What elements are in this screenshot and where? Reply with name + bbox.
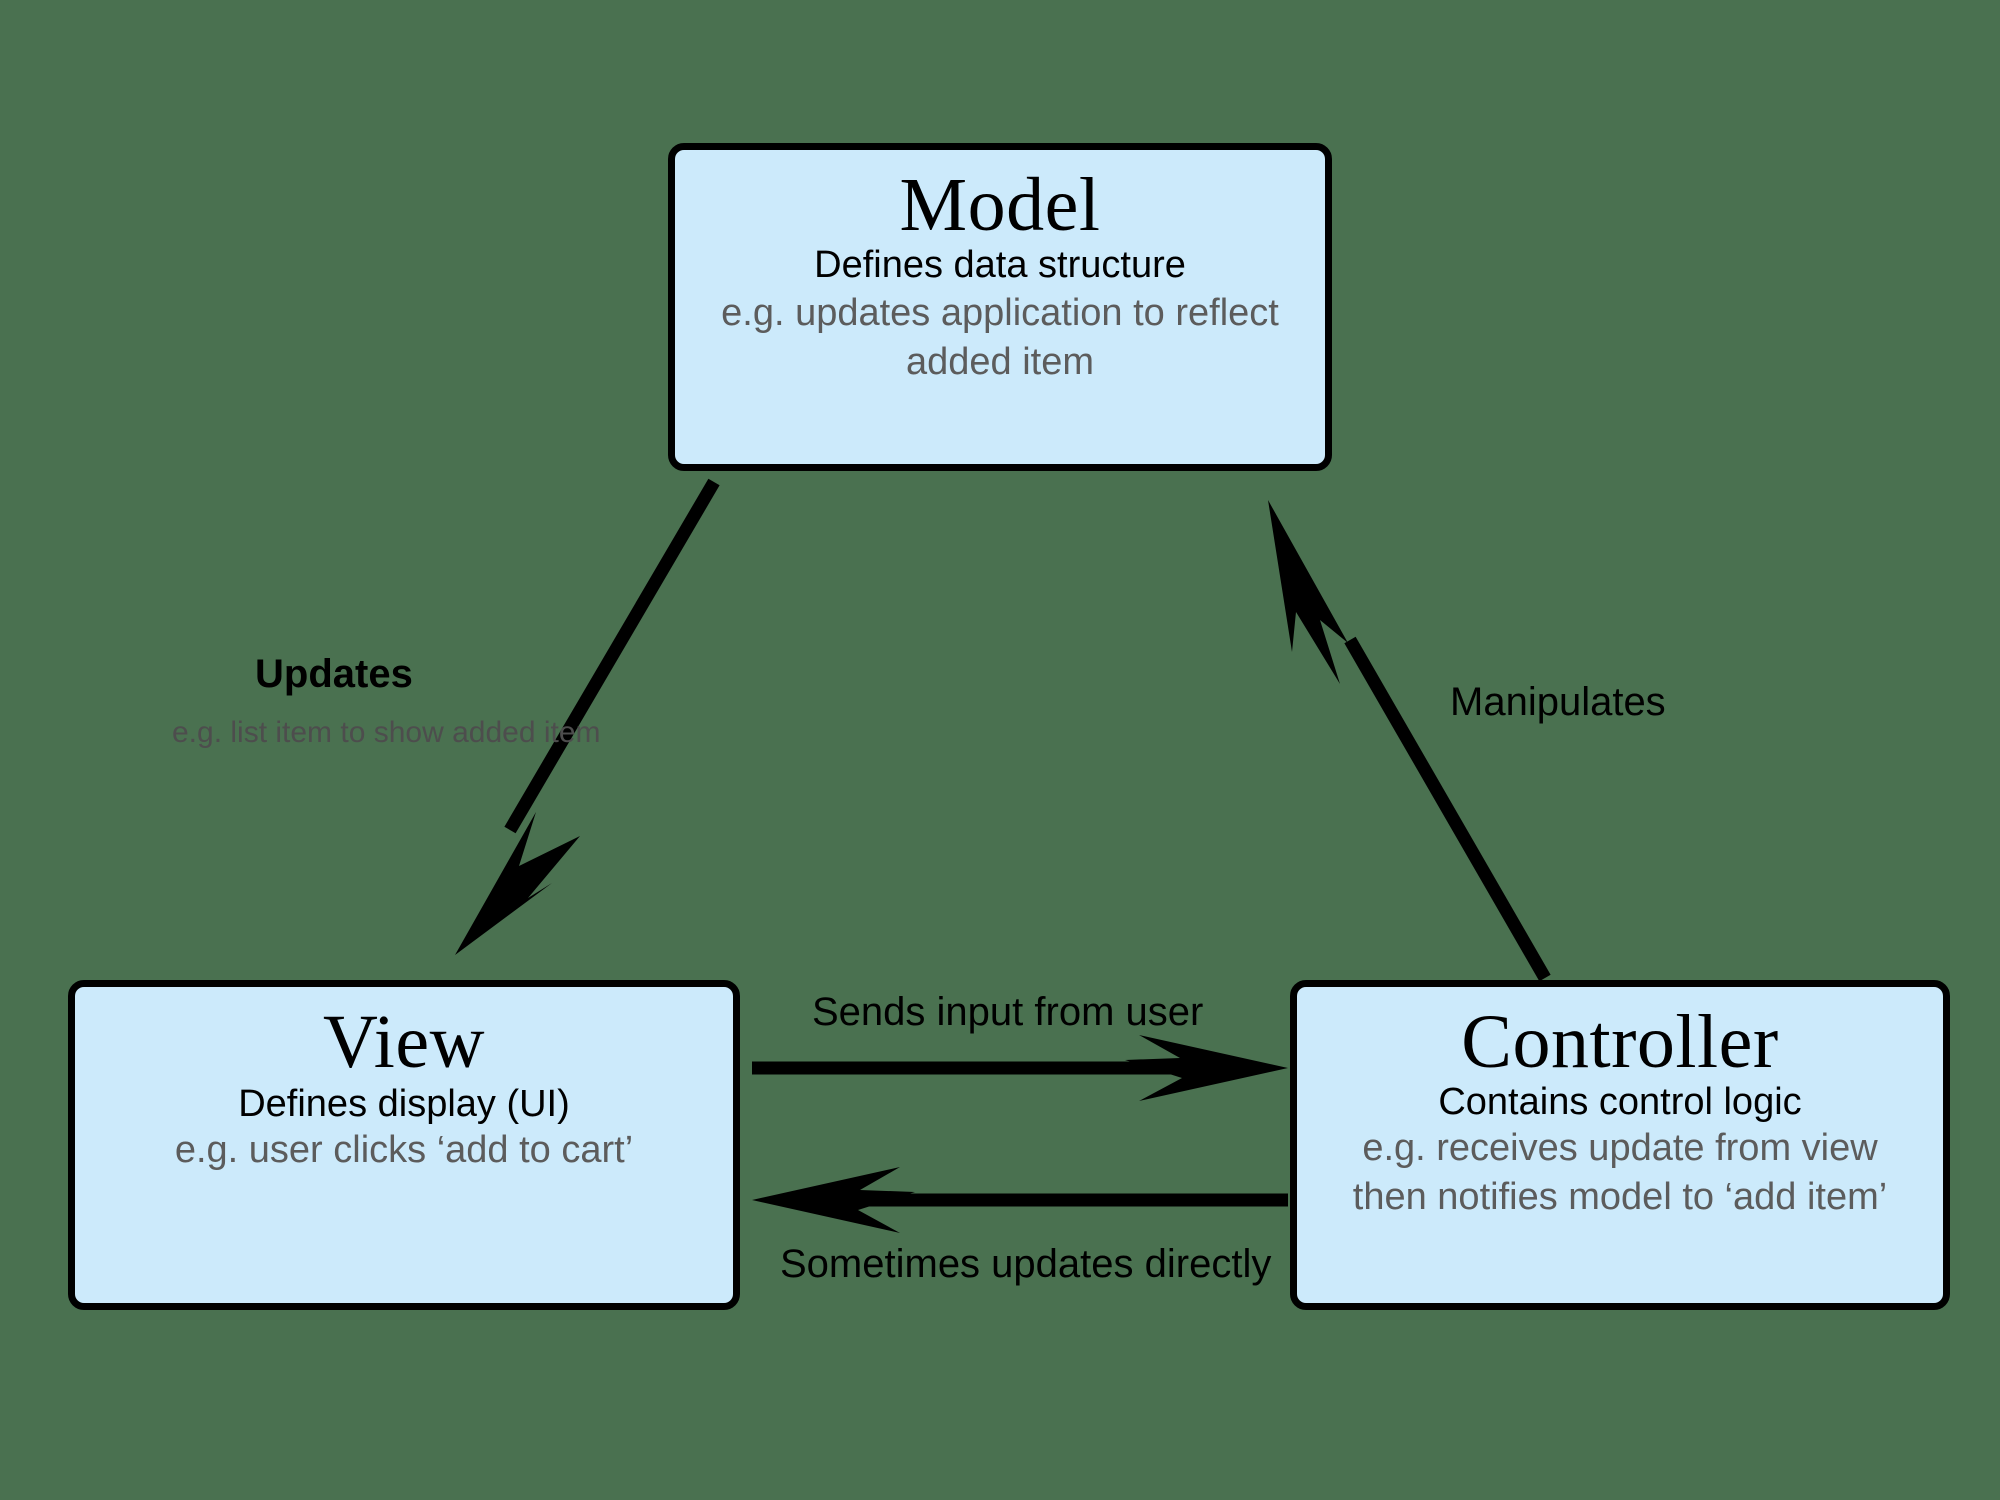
node-view-title: View [322, 1000, 486, 1084]
arrow-controller-to-view [752, 1167, 1288, 1233]
node-model[interactable]: Model Defines data structure e.g. update… [668, 143, 1332, 471]
node-model-example: e.g. updates application to reflect adde… [721, 292, 1279, 383]
edge-label-sends-input-from-user: Sends input from user [812, 990, 1204, 1034]
edge-label-updates-example: e.g. list item to show added item [172, 716, 601, 749]
node-controller[interactable]: Controller Contains control logic e.g. r… [1290, 980, 1950, 1310]
node-view-example: e.g. user clicks ‘add to cart’ [174, 1129, 634, 1172]
node-model-subtitle: Defines data structure [814, 244, 1186, 287]
node-controller-example-line1: e.g. receives update from view [1362, 1127, 1878, 1170]
arrow-controller-to-model [1268, 500, 1551, 982]
arrow-view-to-controller [752, 1035, 1288, 1101]
node-controller-subtitle: Contains control logic [1438, 1081, 1802, 1124]
edge-label-manipulates: Manipulates [1450, 680, 1666, 724]
node-view-subtitle: Defines display (UI) [238, 1083, 570, 1126]
node-controller-title: Controller [1461, 1000, 1779, 1084]
node-view[interactable]: View Defines display (UI) e.g. user clic… [68, 980, 740, 1310]
edge-label-updates: Updates [255, 652, 413, 696]
node-model-title: Model [899, 163, 1101, 247]
edge-label-sometimes-updates-directly: Sometimes updates directly [780, 1242, 1272, 1286]
node-controller-example-line2: then notifies model to ‘add item’ [1352, 1175, 1888, 1218]
